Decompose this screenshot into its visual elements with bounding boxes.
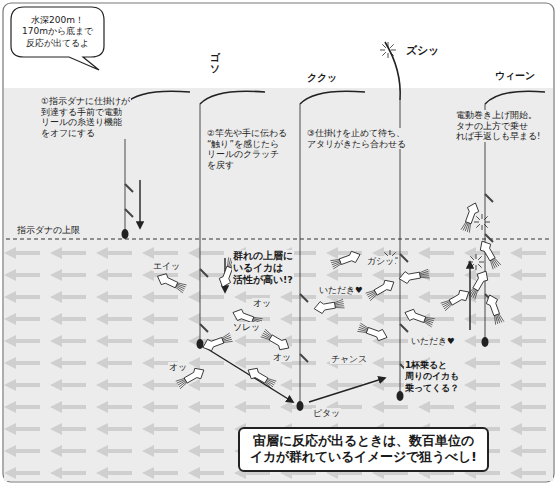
rods [125,42,545,104]
motion-arrows [140,180,470,402]
school-note: 1杯乗ると 周りのイカも 乗ってくる？ [404,360,460,394]
sea [4,88,553,481]
squid-school [4,239,553,481]
hit-marks [380,42,490,270]
squid [245,365,277,390]
step-note: ①指示ダナに仕掛けが 到達する手前で電動 リールの糸送り機能 をオフにする [40,96,131,139]
sound-word: ウィーン [494,70,536,82]
note-text: 宙層に反応が出るときは、数百単位の イカが群れているイメージで狙うべし! [250,433,477,466]
voice-word: オッ [272,352,292,362]
squid [440,287,472,312]
squid [260,328,292,353]
step-note: 電動巻き上げ開始。 タナの上方で乗せ れば手返しも早まる! [455,110,541,142]
squid [403,307,435,329]
sound-word: ククッ [306,72,338,84]
squid [484,293,506,325]
squid [357,322,389,344]
fishing-lines [125,100,485,402]
squid [313,298,345,315]
squid [398,268,430,285]
voice-word: チャンス [330,354,368,364]
sinkers [122,229,489,411]
speech-bubble: 水深200m！ 170mから底まで 反応が出てるよ [10,6,105,66]
voice-word: オッ [252,298,272,308]
squid [477,238,502,270]
voice-word: オッ [168,362,188,372]
squid [466,268,491,300]
note-box: 宙層に反応が出るときは、数百単位の イカが群れているイメージで狙うべし! [238,427,489,472]
voice-word: いただき♥ [318,285,364,295]
squid [330,249,362,271]
squid [201,332,233,354]
sound-word: ゴソ [209,52,221,74]
step-note: ③仕掛けを止めて待ち、 アタリがきたら合わせる [306,128,407,149]
voice-word: ガシッ [366,256,395,266]
frame [3,3,554,482]
voice-word: ソレッ [232,322,261,332]
voice-word: いただき♥ [410,336,456,346]
voice-word: ピタッ [312,408,341,419]
school-note: 群れの上層に いるイカは 活性が高い!? [232,250,294,286]
limit-label: 指示ダナの上限 [16,225,81,236]
squid [365,277,397,302]
squid [155,271,187,295]
step-note: ②竿先や手に伝わる “触り”を感じたら リールのクラッチ を戻す [206,128,288,171]
sound-word: ズシッ [405,44,440,57]
speech-text: 水深200m！ 170mから底まで 反応が出てるよ [22,15,93,49]
voice-word: エイッ [152,261,181,271]
squid-jigs [125,184,493,372]
upper-limit-line [6,239,551,240]
squid [460,201,482,233]
